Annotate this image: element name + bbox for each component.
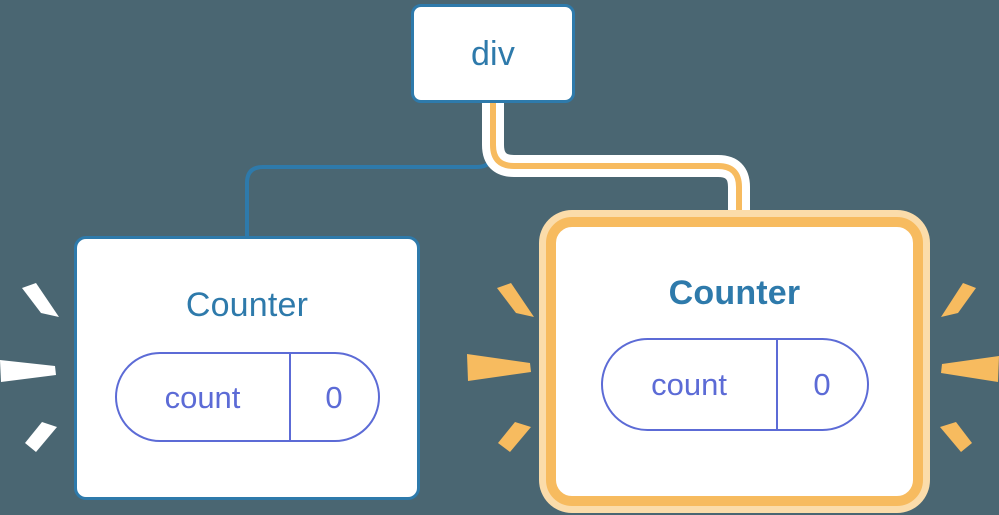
sparkle-ray [497,283,534,317]
connector-div-to-left-counter [245,103,495,236]
right-counter-burst-left [467,283,534,452]
left-counter-burst [0,283,59,452]
sparkle-ray [22,283,59,317]
node-div[interactable]: div [411,4,575,103]
node-counter-left[interactable]: Counter count 0 [74,236,420,500]
connector-div-to-right-counter-halo [482,103,750,228]
sparkle-ray [25,422,57,452]
sparkle-ray [498,422,531,452]
connector-div-to-right-counter [490,103,742,228]
state-pill-left[interactable]: count 0 [114,352,380,442]
node-counter-right-label: Counter [668,274,801,312]
state-key-right: count [651,367,727,402]
sparkle-ray [0,360,56,382]
node-counter-right[interactable]: Counter count 0 [546,217,923,506]
node-div-label: div [470,34,516,73]
sparkle-ray [941,283,976,317]
sparkle-ray [467,354,531,381]
state-pill-right[interactable]: count 0 [600,338,869,431]
state-key-left: count [164,379,241,415]
state-value-right: 0 [775,340,867,429]
node-counter-left-label: Counter [185,286,309,324]
state-value-left: 0 [288,354,378,440]
right-counter-burst-right [940,283,999,452]
sparkle-ray [940,422,972,452]
sparkle-ray [941,356,999,382]
